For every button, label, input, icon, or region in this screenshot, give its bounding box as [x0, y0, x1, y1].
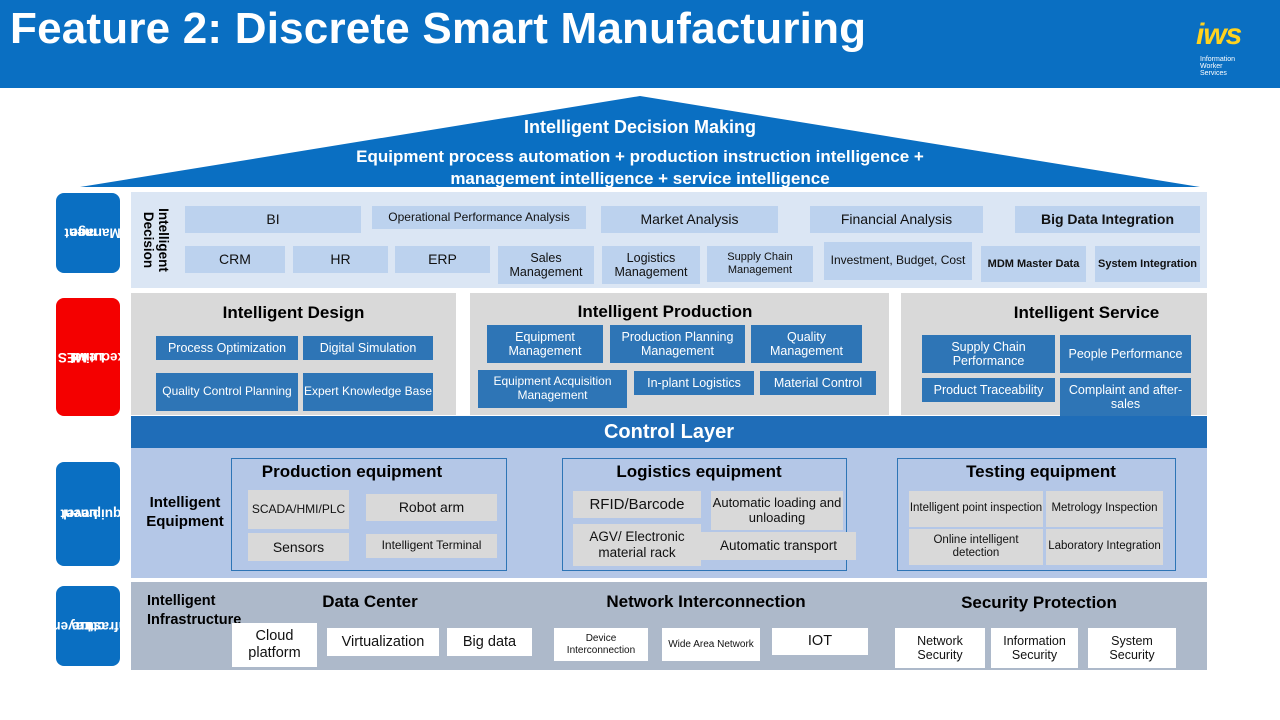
- equip-intelligent-point-inspection: Intelligent point inspection: [909, 491, 1043, 527]
- design-expert-knowledge-base: Expert Knowledge Base: [303, 373, 433, 411]
- service-complaint-after-sales: Complaint and after-sales: [1060, 378, 1191, 416]
- equip-automatic-transport: Automatic transport: [701, 532, 856, 560]
- intelligent-equipment-label: Intelligent Equipment: [146, 494, 224, 530]
- mgmt-sales-management: Sales Management: [498, 246, 594, 284]
- mgmt-crm: CRM: [185, 246, 285, 273]
- mgmt-system-integration: System Integration: [1095, 246, 1200, 282]
- equip-online-intelligent-detection: Online intelligent detection: [909, 529, 1043, 565]
- equip-metrology-inspection: Metrology Inspection: [1046, 491, 1163, 527]
- equip-robot-arm: Robot arm: [366, 494, 497, 521]
- infra-cloud-platform: Cloud platform: [232, 623, 317, 667]
- page-title: Feature 2: Discrete Smart Manufacturing: [10, 4, 867, 53]
- service-supply-chain-performance: Supply Chain Performance: [922, 335, 1055, 373]
- control-layer-bar: Control Layer: [131, 416, 1207, 448]
- intelligent-production-title: Intelligent Production: [577, 302, 753, 322]
- roof-title: Intelligent Decision Making: [523, 116, 757, 137]
- production-equipment-title: Production equipment: [261, 462, 443, 482]
- testing-equipment-title: Testing equipment: [966, 462, 1116, 482]
- roof-triangle: [80, 96, 1200, 187]
- service-people-performance: People Performance: [1060, 335, 1191, 373]
- infra-virtualization: Virtualization: [327, 628, 439, 656]
- mgmt-logistics-management: Logistics Management: [602, 246, 700, 284]
- data-center-title: Data Center: [322, 592, 418, 612]
- production-quality-management: Quality Management: [751, 325, 862, 363]
- layer-label-executive: Executive Level MES: [56, 298, 135, 416]
- production-equipment-acquisition-management: Equipment Acquisition Management: [478, 370, 627, 408]
- production-planning-management: Production Planning Management: [610, 325, 745, 363]
- mgmt-hr: HR: [293, 246, 388, 273]
- mgmt-operational-performance-analysis: Operational Performance Analysis: [372, 206, 586, 229]
- production-equipment-management: Equipment Management: [487, 325, 603, 363]
- infra-system-security: System Security: [1088, 628, 1176, 668]
- layer-label-management: Manage ment: [56, 193, 121, 273]
- header-bar: [0, 0, 1280, 88]
- layer-label-infrastructure: Infrastru cture Layer: [55, 586, 130, 666]
- service-product-traceability: Product Traceability: [922, 378, 1055, 402]
- equip-automatic-loading-unloading: Automatic loading and unloading: [711, 491, 843, 530]
- intelligent-design-title: Intelligent Design: [222, 303, 365, 323]
- production-material-control: Material Control: [760, 371, 876, 395]
- equip-rfid-barcode: RFID/Barcode: [573, 491, 701, 518]
- infra-device-interconnection: Device Interconnection: [554, 628, 648, 661]
- design-process-optimization: Process Optimization: [156, 336, 298, 360]
- equip-intelligent-terminal: Intelligent Terminal: [366, 534, 497, 558]
- layer-label-equipment: Equipment Level: [56, 462, 130, 566]
- infra-wide-area-network: Wide Area Network: [662, 628, 760, 661]
- equip-sensors: Sensors: [248, 533, 349, 561]
- mgmt-market-analysis: Market Analysis: [601, 206, 778, 233]
- logo-tagline: Information Worker Services: [1200, 56, 1236, 77]
- intelligent-decision-label: Intelligent Decision: [141, 208, 171, 272]
- design-quality-control-planning: Quality Control Planning: [156, 373, 298, 411]
- intelligent-service-title: Intelligent Service: [1013, 303, 1160, 323]
- roof-subtitle: Equipment process automation + productio…: [356, 147, 924, 188]
- mgmt-bi: BI: [185, 206, 361, 233]
- equip-agv-electronic-rack: AGV/ Electronic material rack: [573, 524, 701, 566]
- equip-scada-hmi-plc: SCADA/HMI/PLC: [248, 490, 349, 529]
- logo-wordmark: iws: [1196, 18, 1242, 51]
- security-protection-title: Security Protection: [961, 593, 1117, 613]
- mgmt-financial-analysis: Financial Analysis: [810, 206, 983, 233]
- production-in-plant-logistics: In-plant Logistics: [634, 371, 754, 395]
- infra-information-security: Information Security: [991, 628, 1078, 668]
- mgmt-big-data-integration: Big Data Integration: [1015, 206, 1200, 233]
- mgmt-mdm-master-data: MDM Master Data: [981, 246, 1086, 282]
- infra-network-security: Network Security: [895, 628, 985, 668]
- design-digital-simulation: Digital Simulation: [303, 336, 433, 360]
- logistics-equipment-title: Logistics equipment: [616, 462, 782, 482]
- intelligent-infrastructure-label: Intelligent Infrastructure: [147, 593, 242, 628]
- mgmt-supply-chain-management: Supply Chain Management: [707, 246, 813, 282]
- mgmt-erp: ERP: [395, 246, 490, 273]
- mgmt-investment-budget-cost: Investment, Budget, Cost: [824, 242, 972, 280]
- infra-big-data: Big data: [447, 628, 532, 656]
- equip-laboratory-integration: Laboratory Integration: [1046, 529, 1163, 565]
- network-interconnection-title: Network Interconnection: [606, 592, 806, 612]
- infra-iot: IOT: [772, 628, 868, 655]
- iws-logo: iws Information Worker Services: [1196, 18, 1266, 78]
